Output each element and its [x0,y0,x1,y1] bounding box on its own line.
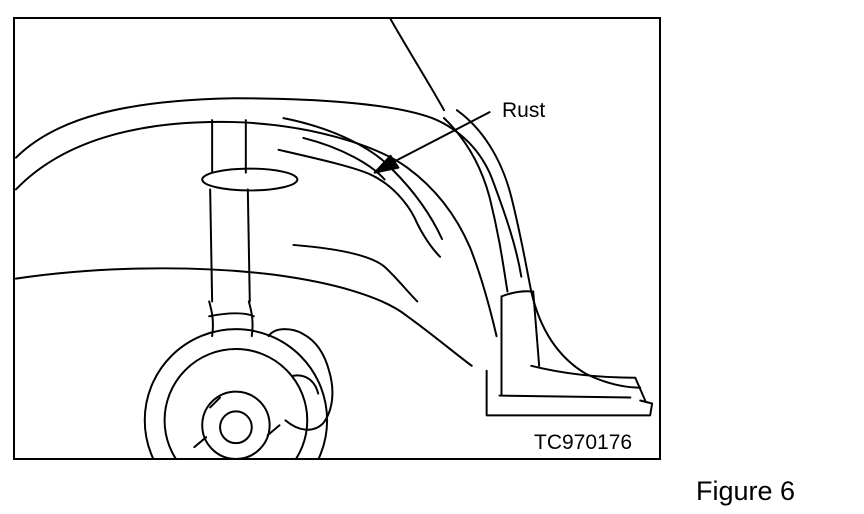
strut-collar-left [208,300,214,338]
rust-area-contour [277,148,442,258]
strut-body-left [209,188,214,303]
inner-fender-lip-2 [302,136,386,181]
caliper [267,328,334,431]
strut-body-right [246,188,251,303]
figure-code: TC970176 [534,431,633,454]
pillar-band [500,290,535,298]
wheel-stud-2 [266,424,281,437]
strut-collar-right [247,300,254,338]
rust-arrow-line [381,111,491,169]
hub-center [219,410,253,445]
brake-disc-inner [163,348,309,458]
rust-callout-label: Rust [502,99,546,122]
wheel-arch-inner [15,120,498,338]
figure-caption: Figure 6 [696,476,796,506]
wheel-stud-1 [209,396,222,409]
pillar-right [532,290,541,367]
hub-ring [201,390,271,458]
rust-arrow-head [373,154,400,174]
quarter-panel-outline [389,19,446,112]
body-crease [15,267,473,367]
illustration-frame: Rust TC970176 [13,17,661,460]
apron-mid [292,243,419,303]
brake-disc-outer [143,328,329,458]
sill-curve-2 [443,117,509,293]
wheel-arch-illustration [15,19,654,458]
rocker-inner [498,394,632,399]
inner-fender-lip [282,117,444,240]
rocker-top [530,364,647,402]
caliper-detail [292,374,320,395]
rocker-bottom [485,369,654,417]
wheel-stud-3 [193,436,208,449]
wheel-arch-outer [15,97,523,278]
sill-curve [455,109,642,389]
strut-mount [201,167,299,192]
strut-collar-ring [208,312,255,318]
